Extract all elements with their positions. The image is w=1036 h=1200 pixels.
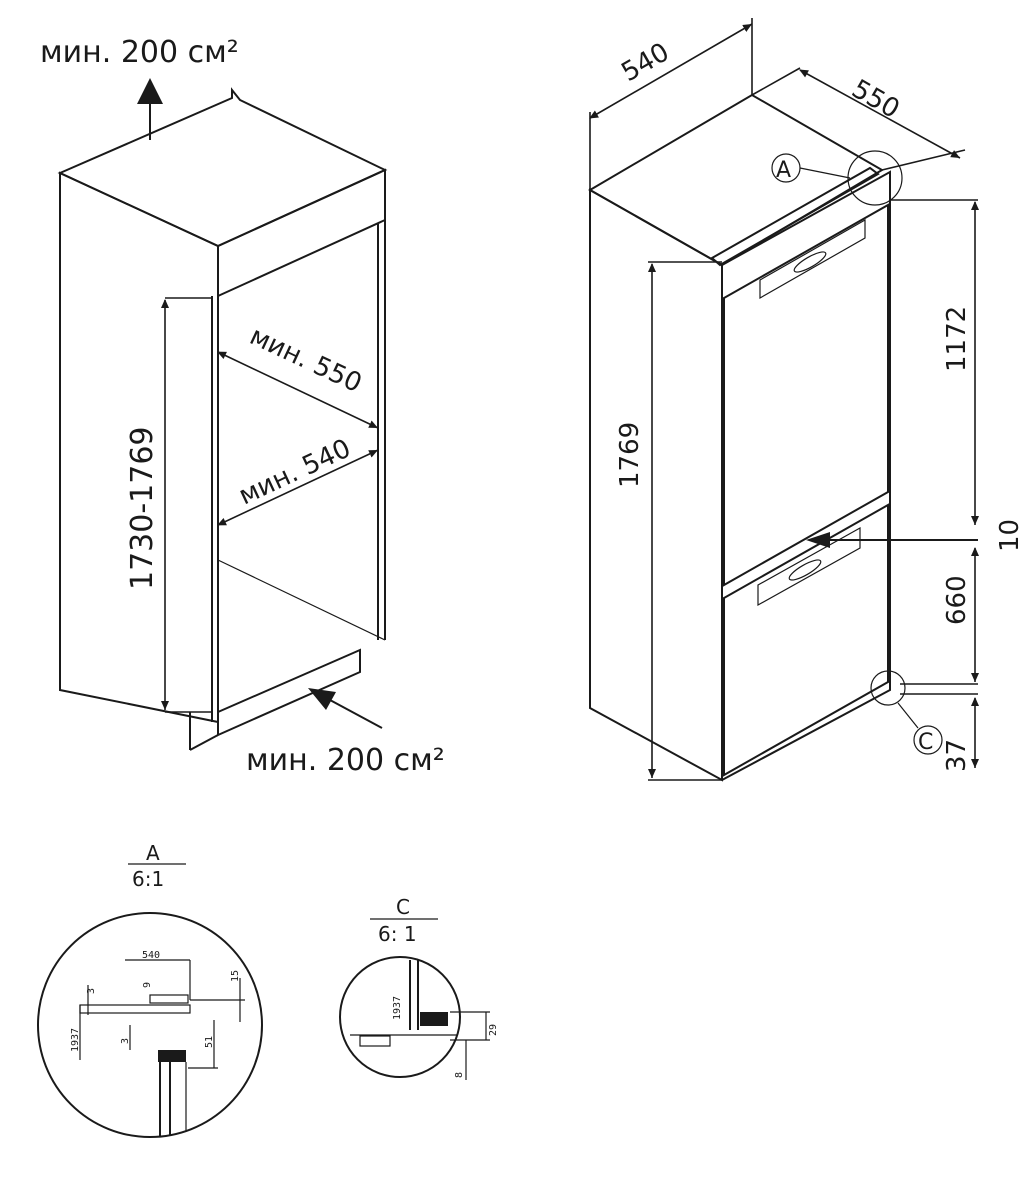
lower-door-label: 660 <box>942 575 972 625</box>
detail-a-title: A <box>146 841 160 865</box>
cabinet-niche: 1730-1769 мин. 550 мин. 540 мин. 200 см²… <box>40 35 445 778</box>
middle-hinge-plate <box>757 526 861 607</box>
detail-a-dim-3a: 3 <box>86 988 97 994</box>
callout-a-label: A <box>776 158 791 183</box>
height-range-label: 1730-1769 <box>125 426 160 590</box>
detail-a-scale: 6:1 <box>132 867 164 891</box>
callout-a-leader <box>799 167 851 179</box>
appliance-left-side <box>589 188 723 782</box>
min-depth-label: мин. 550 <box>245 321 366 399</box>
cabinet-floor-line <box>217 559 386 641</box>
detail-c-dim-8: 8 <box>454 1072 465 1078</box>
detail-c-title: C <box>396 895 410 919</box>
callout-c-circle <box>870 670 906 706</box>
lower-door <box>723 503 889 777</box>
appliance-front <box>721 170 891 781</box>
upper-door-label: 1172 <box>942 306 972 372</box>
detail-c-dim-1937: 1937 <box>392 996 403 1020</box>
appliance-top <box>587 93 884 267</box>
width-dim-line <box>589 23 753 119</box>
depth-label: 550 <box>847 74 905 125</box>
callout-a-circle <box>847 150 903 206</box>
callout-c-marker <box>913 725 943 755</box>
vent-bottom-label: мин. 200 см² <box>246 743 445 778</box>
detail-a: A 6:1 540 15 9 3 1937 3 51 <box>37 841 263 1138</box>
vent-top-label: мин. 200 см² <box>40 35 239 70</box>
gap-arrow-icon <box>806 532 830 548</box>
depth-dim-line <box>799 69 961 159</box>
cabinet-base-foot <box>189 734 219 751</box>
detail-a-dim-9: 9 <box>142 982 153 988</box>
detail-c-dim-29: 29 <box>488 1024 499 1036</box>
min-width-dim-line <box>217 449 379 526</box>
detail-a-dim-15: 15 <box>230 970 241 982</box>
detail-a-circle <box>37 912 263 1138</box>
callout-a-marker <box>771 153 801 183</box>
hinge-slot <box>788 559 822 581</box>
detail-c-hinge <box>420 1012 448 1026</box>
detail-c: C 6: 1 1937 29 8 <box>339 895 499 1080</box>
width-label: 540 <box>617 37 675 88</box>
upper-hinge-plate <box>759 218 866 300</box>
detail-c-scale: 6: 1 <box>378 922 417 946</box>
detail-c-foot <box>359 1035 391 1047</box>
gap-label: 10 <box>995 519 1025 552</box>
vent-bottom-arrow-icon <box>308 688 336 710</box>
cabinet-plinth <box>217 648 361 737</box>
min-width-label: мин. 540 <box>234 434 355 512</box>
cabinet-header <box>217 168 386 298</box>
detail-a-dim-51: 51 <box>204 1036 215 1048</box>
detail-a-rail <box>79 1004 191 1014</box>
vent-top-arrow-icon <box>137 78 163 104</box>
detail-c-circle <box>339 956 461 1078</box>
detail-a-hinge <box>158 1050 186 1062</box>
appliance: A C 540 550 1769 1172 10 660 37 <box>587 18 1025 782</box>
hinge-slot <box>793 251 827 273</box>
vent-bottom-arrow-line <box>329 699 383 729</box>
callout-c-leader <box>897 702 919 729</box>
upper-door <box>723 203 889 587</box>
min-depth-dim-line <box>217 351 379 429</box>
depth-ext-left <box>751 67 801 96</box>
detail-a-dim-3b: 3 <box>120 1038 131 1044</box>
top-rail <box>710 166 880 267</box>
detail-a-dim-540: 540 <box>142 950 160 961</box>
cabinet-top <box>57 87 388 248</box>
detail-a-dim-1937: 1937 <box>70 1028 81 1052</box>
plinth-label: 37 <box>942 739 972 772</box>
appliance-height-label: 1769 <box>615 422 645 488</box>
callout-c-label: C <box>918 730 933 755</box>
detail-a-bracket <box>149 994 189 1004</box>
